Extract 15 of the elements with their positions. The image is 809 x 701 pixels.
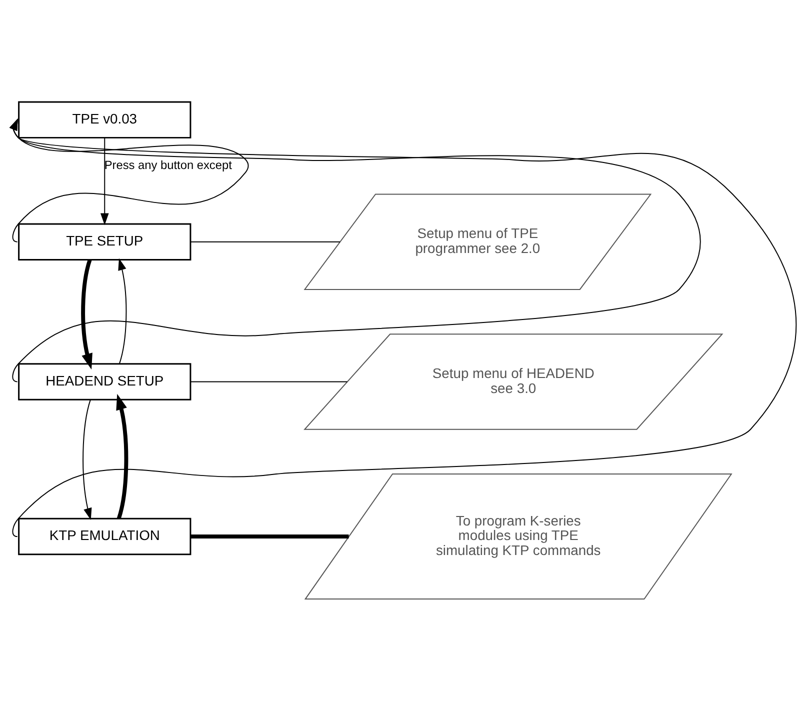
arrow: [9, 118, 701, 382]
node-box: KTP EMULATION: [18, 518, 192, 556]
arrow: [100, 137, 109, 226]
arrow: [81, 259, 92, 370]
arrow: [118, 258, 127, 364]
arrow: [82, 399, 92, 520]
connector: [190, 241, 341, 242]
connector: [190, 534, 349, 538]
node-box: TPE v0.03: [18, 101, 192, 138]
arrow: [9, 118, 796, 538]
edge-label: Press any button except: [104, 158, 232, 172]
arrow: [116, 394, 128, 520]
node-box: TPE SETUP: [18, 223, 192, 260]
node-box: HEADEND SETUP: [18, 363, 192, 400]
connector: [190, 381, 348, 382]
